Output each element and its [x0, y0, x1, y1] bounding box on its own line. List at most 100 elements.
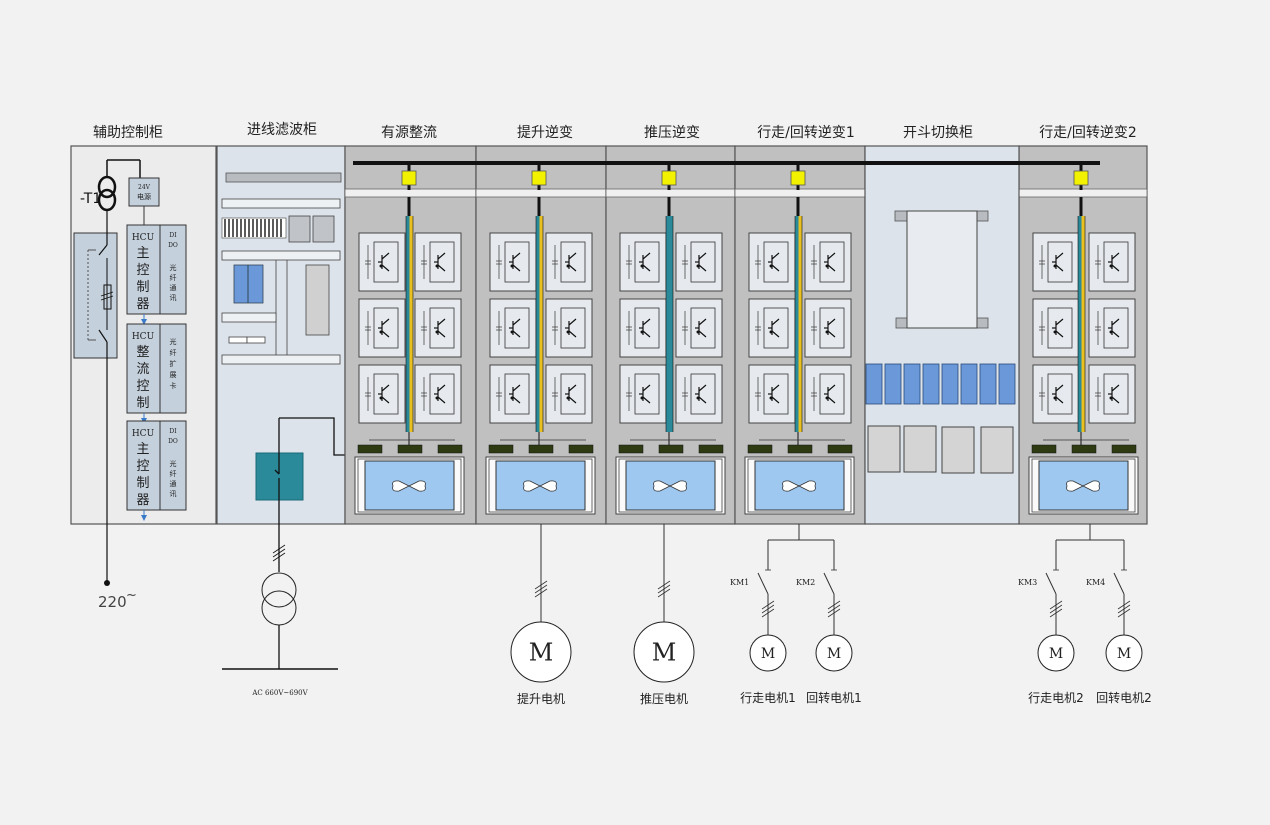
aux-cabinet: -T1 24V 电源 220 ~ HCU主控制器DIDO光纤通讯HCU整流控制光… [70, 145, 217, 611]
terminal-strip [221, 215, 335, 243]
grid-voltage-label: AC 660V~690V [251, 689, 308, 697]
igbt-module-icon [489, 232, 537, 292]
fuse-icon [531, 170, 547, 186]
motor-symbol: M [1117, 646, 1131, 662]
hcu-char: 控 [136, 459, 149, 474]
output-terminal [437, 444, 463, 454]
igbt-module-icon [1032, 364, 1080, 424]
igbt-module-icon [358, 232, 406, 292]
igbt-module-icon [414, 298, 462, 358]
terminal-block [922, 363, 940, 405]
output-terminal [357, 444, 383, 454]
igbt-module-icon [675, 364, 723, 424]
igbt-module-icon [804, 298, 852, 358]
output-terminal [568, 444, 594, 454]
motor-icon [633, 621, 695, 683]
hoist-inverter-cabinet [475, 145, 607, 525]
contactor-label: KM1 [730, 578, 749, 587]
hcu-title: HCU [132, 233, 155, 243]
output-terminal [1111, 444, 1137, 454]
contactor-label: KM4 [1086, 578, 1105, 587]
igbt-module-icon [1032, 232, 1080, 292]
hcu-fiber-label: 光 [170, 337, 177, 346]
hcu-fiber-label: 纤 [170, 273, 177, 282]
igbt-module-icon [414, 232, 462, 292]
hcu-char: 主 [136, 442, 149, 457]
hcu-fiber-label: 讯 [170, 490, 177, 498]
relay-block [867, 425, 901, 473]
relay-block [941, 426, 975, 474]
contactor-switch-icon [823, 572, 835, 595]
hcu-io-label: DI [169, 428, 177, 435]
hcu-fiber-label: 纤 [170, 469, 177, 478]
travel-inverter-2-cabinet [1018, 145, 1148, 525]
igbt-module-icon [358, 298, 406, 358]
igbt-module-icon [619, 232, 667, 292]
hcu-title: HCU [132, 429, 155, 439]
cooling-fan [1028, 456, 1139, 515]
motor-label: 回转电机1 [806, 690, 862, 705]
hcu-fiber-label: 光 [170, 263, 177, 272]
psu-24v [128, 177, 160, 207]
hcu-char: 制 [136, 396, 149, 411]
terminal-block [998, 363, 1016, 405]
igbt-module-icon [748, 364, 796, 424]
fuse-icon [401, 170, 417, 186]
hcu-char: 主 [136, 246, 149, 261]
down-arrow-icon [141, 319, 147, 325]
igbt-module-icon [1088, 298, 1136, 358]
igbt-module-icon [1032, 298, 1080, 358]
igbt-module-icon [619, 364, 667, 424]
relay-block [980, 426, 1014, 474]
output-terminal [618, 444, 644, 454]
title-bucket-cabinet: 开斗切换柜 [903, 124, 973, 141]
terminal-block [960, 363, 978, 405]
motor-label: 行走电机2 [1028, 691, 1084, 705]
hcu-fiber-label: 通 [170, 283, 177, 292]
hcu-fiber-label: 展 [170, 371, 177, 379]
igbt-module-icon [545, 298, 593, 358]
motor-icon [1037, 634, 1075, 672]
bucket-contactor [906, 210, 978, 329]
motor-symbol: M [529, 638, 554, 666]
igbt-module-icon [489, 298, 537, 358]
psu-line2: 电源 [137, 192, 151, 201]
terminal-block [865, 363, 883, 405]
supply-voltage-label: 220 [98, 593, 127, 611]
hcu-char: 流 [136, 362, 149, 377]
rectifier-cabinet [344, 145, 477, 525]
hcu-char: 器 [136, 297, 149, 312]
hcu-fiber-label: 卡 [170, 381, 177, 390]
title-aux-cabinet: 辅助控制柜 [93, 125, 163, 141]
crowd-inverter-cabinet [605, 145, 736, 525]
motor-label: 提升电机 [517, 691, 565, 706]
contactor-switch-icon [1113, 572, 1125, 595]
terminal-block [941, 363, 959, 405]
output-terminal [698, 444, 724, 454]
igbt-module-icon [489, 364, 537, 424]
contactor-label: KM3 [1018, 578, 1037, 587]
hcu-char: 整 [136, 345, 149, 360]
motor-icon [1105, 634, 1143, 672]
fan-icon [1066, 480, 1100, 492]
relay-block [903, 425, 937, 473]
contactor-label: KM2 [796, 578, 815, 587]
motor-label: 推压电机 [640, 692, 688, 706]
igbt-module-icon [619, 298, 667, 358]
igbt-module-icon [358, 364, 406, 424]
fan-icon [653, 480, 687, 492]
output-terminal [747, 444, 773, 454]
igbt-module-icon [804, 364, 852, 424]
output-terminal [397, 444, 423, 454]
fuse-icon [1073, 170, 1089, 186]
output-terminal [787, 444, 813, 454]
igbt-module-icon [414, 364, 462, 424]
contactor-switch-icon [1045, 572, 1057, 595]
terminal-block [884, 363, 902, 405]
output-terminal [488, 444, 514, 454]
motor-icon [815, 634, 853, 672]
down-arrow-icon [141, 515, 147, 521]
contactor-switch-icon [757, 572, 769, 595]
